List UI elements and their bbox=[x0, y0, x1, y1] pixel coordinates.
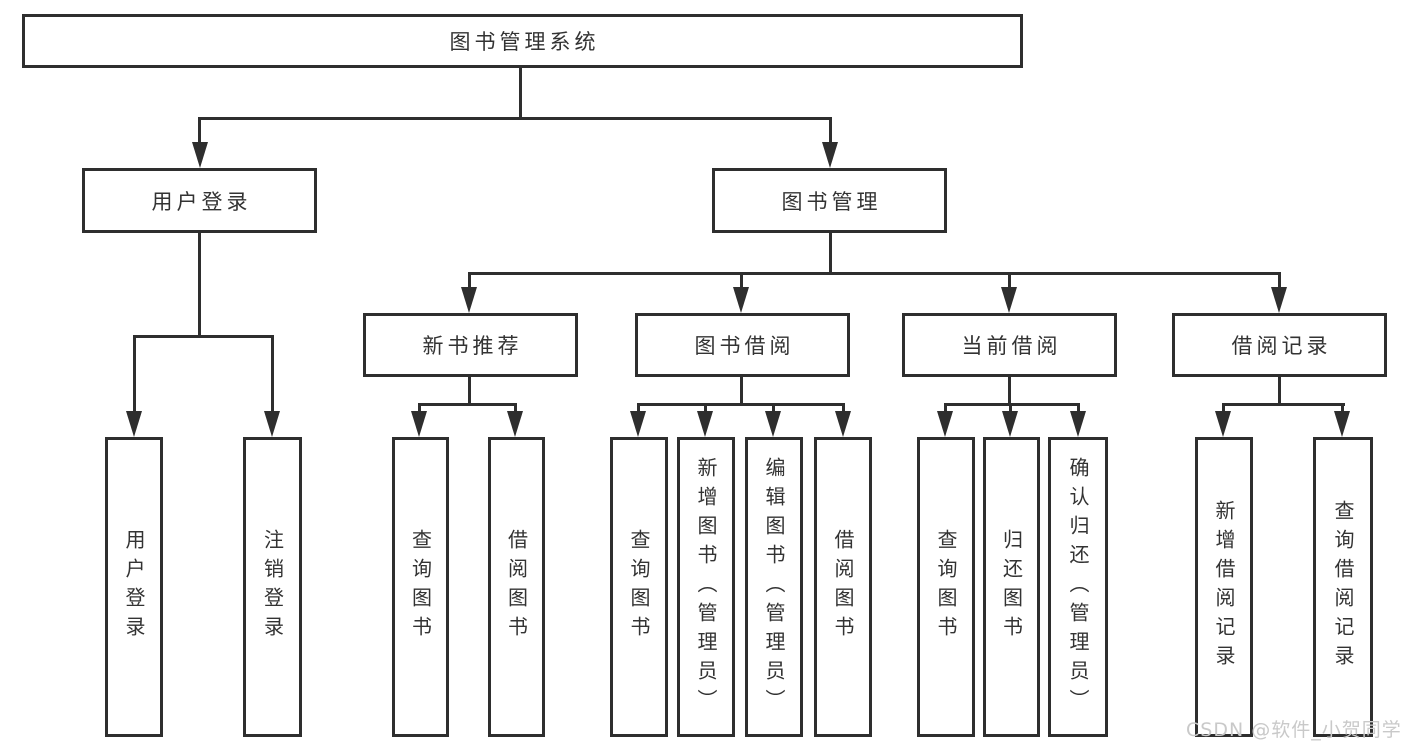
arrow-down-icon bbox=[126, 411, 142, 437]
connector-line bbox=[133, 335, 136, 415]
leaf-logout: 注销登录 bbox=[243, 437, 302, 737]
arrow-down-icon bbox=[264, 411, 280, 437]
connector-line bbox=[1278, 377, 1281, 406]
node-root-library-system: 图书管理系统 bbox=[22, 14, 1023, 68]
arrow-down-icon bbox=[835, 411, 851, 437]
connector-line bbox=[772, 403, 775, 415]
connector-line bbox=[842, 403, 845, 415]
connector-line bbox=[198, 117, 201, 146]
connector-line bbox=[1278, 272, 1281, 290]
node-user-login: 用户登录 bbox=[82, 168, 317, 233]
arrow-down-icon bbox=[630, 411, 646, 437]
node-book-borrowing: 图书借阅 bbox=[635, 313, 850, 377]
connector-line bbox=[1008, 377, 1011, 406]
node-new-book-recommendation: 新书推荐 bbox=[363, 313, 578, 377]
connector-line bbox=[740, 272, 743, 290]
arrow-down-icon bbox=[1271, 287, 1287, 313]
connector-line bbox=[468, 272, 1281, 275]
connector-line bbox=[468, 377, 471, 406]
connector-line bbox=[1222, 403, 1225, 415]
arrow-down-icon bbox=[1001, 287, 1017, 313]
arrow-down-icon bbox=[1070, 411, 1086, 437]
arrow-down-icon bbox=[507, 411, 523, 437]
connector-line bbox=[468, 272, 471, 290]
leaf-borrow-books: 借阅图书 bbox=[814, 437, 872, 737]
arrow-down-icon bbox=[461, 287, 477, 313]
leaf-user-login: 用户登录 bbox=[105, 437, 163, 737]
connector-line bbox=[1077, 403, 1080, 415]
connector-line bbox=[418, 403, 517, 406]
connector-line bbox=[829, 233, 832, 275]
connector-line bbox=[944, 403, 947, 415]
connector-line bbox=[1222, 403, 1345, 406]
node-book-management: 图书管理 bbox=[712, 168, 947, 233]
arrow-down-icon bbox=[192, 142, 208, 168]
connector-line bbox=[637, 403, 845, 406]
arrow-down-icon bbox=[765, 411, 781, 437]
connector-line bbox=[519, 68, 522, 120]
connector-line bbox=[418, 403, 421, 415]
leaf-query-books-current: 查询图书 bbox=[917, 437, 975, 737]
arrow-down-icon bbox=[1334, 411, 1350, 437]
leaf-borrow-books-recommend: 借阅图书 bbox=[488, 437, 545, 737]
leaf-return-books: 归还图书 bbox=[983, 437, 1040, 737]
csdn-watermark: CSDN @软件_小贺同学 bbox=[1186, 719, 1402, 741]
arrow-down-icon bbox=[1215, 411, 1231, 437]
node-current-borrowing: 当前借阅 bbox=[902, 313, 1117, 377]
leaf-query-books-recommend: 查询图书 bbox=[392, 437, 449, 737]
arrow-down-icon bbox=[697, 411, 713, 437]
connector-line bbox=[198, 233, 201, 338]
connector-line bbox=[1008, 272, 1011, 290]
connector-line bbox=[637, 403, 640, 415]
connector-line bbox=[271, 335, 274, 415]
connector-line bbox=[704, 403, 707, 415]
connector-line bbox=[198, 117, 832, 120]
connector-line bbox=[1341, 403, 1344, 415]
leaf-query-books-borrow: 查询图书 bbox=[610, 437, 668, 737]
leaf-query-borrow-record: 查询借阅记录 bbox=[1313, 437, 1373, 737]
leaf-add-books-admin: 新增图书（管理员） bbox=[677, 437, 735, 737]
connector-line bbox=[740, 377, 743, 406]
connector-line bbox=[133, 335, 274, 338]
arrow-down-icon bbox=[822, 142, 838, 168]
arrow-down-icon bbox=[411, 411, 427, 437]
arrow-down-icon bbox=[1002, 411, 1018, 437]
leaf-confirm-return-admin: 确认归还（管理员） bbox=[1048, 437, 1108, 737]
node-borrowing-records: 借阅记录 bbox=[1172, 313, 1387, 377]
connector-line bbox=[1009, 403, 1012, 415]
connector-line bbox=[944, 403, 1080, 406]
leaf-add-borrow-record: 新增借阅记录 bbox=[1195, 437, 1253, 737]
leaf-edit-books-admin: 编辑图书（管理员） bbox=[745, 437, 803, 737]
arrow-down-icon bbox=[937, 411, 953, 437]
connector-line bbox=[514, 403, 517, 415]
arrow-down-icon bbox=[733, 287, 749, 313]
connector-line bbox=[829, 117, 832, 146]
